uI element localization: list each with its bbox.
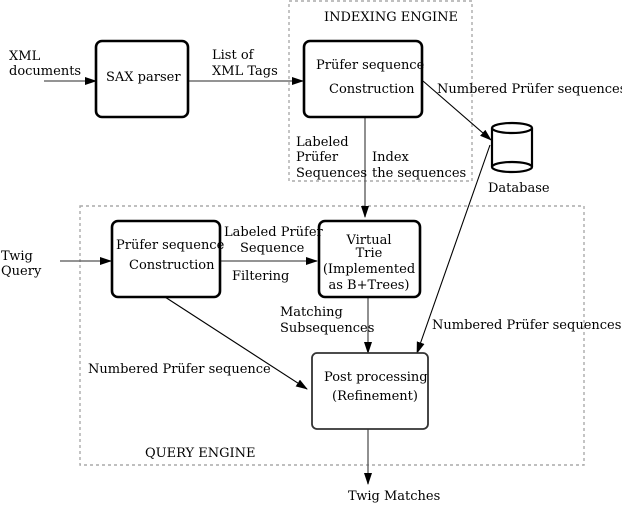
database-node: Database	[488, 121, 550, 196]
indexing-prufer-line1: Prüfer sequence	[316, 58, 425, 73]
index-seq-line2: the sequences	[372, 166, 466, 181]
trie-line1: Virtual	[345, 233, 391, 248]
indexing-prufer-line2: Construction	[329, 82, 415, 97]
trie-line2: Trie	[356, 246, 383, 261]
sax-parser-label: SAX parser	[106, 70, 181, 85]
edge-prufer-to-database	[422, 80, 492, 141]
post-processing-node: Post processing (Refinement)	[311, 352, 429, 430]
query-prufer-line2: Construction	[129, 258, 215, 273]
sax-parser-node: SAX parser	[94, 39, 190, 119]
trie-line3: (Implemented	[323, 262, 415, 277]
indexing-prufer-node: Prüfer sequence Construction	[302, 39, 425, 119]
labeled-seq-line3: Sequences	[296, 166, 367, 181]
xml-docs-line1: XML	[9, 49, 41, 64]
labeled-prufer-seq-line2: Sequence	[240, 241, 305, 256]
virtual-trie-node: Virtual Trie (Implemented as B+Trees)	[317, 219, 422, 299]
numbered-right-label: Numbered Prüfer sequences	[432, 318, 621, 333]
twig-matches-label: Twig Matches	[348, 489, 440, 504]
matching-line2: Subsequences	[280, 321, 374, 336]
list-tags-line2: XML Tags	[212, 64, 278, 79]
database-label: Database	[488, 181, 550, 196]
query-engine-title: QUERY ENGINE	[145, 446, 255, 461]
database-icon	[490, 128, 534, 174]
numbered-left-label: Numbered Prüfer sequence	[88, 362, 271, 377]
index-seq-line1: Index	[372, 150, 410, 165]
twig-query-line1: Twig	[1, 249, 33, 264]
trie-line4: as B+Trees)	[328, 278, 409, 293]
labeled-seq-line1: Labeled	[296, 135, 349, 150]
twig-query-line2: Query	[1, 264, 42, 279]
list-tags-line1: List of	[212, 48, 255, 63]
xml-docs-line2: documents	[9, 64, 81, 79]
edge-prufer-to-post	[164, 296, 308, 390]
indexing-engine-group	[288, 0, 473, 182]
filtering-label: Filtering	[232, 269, 289, 284]
post-line1: Post processing	[324, 370, 428, 385]
labeled-prufer-seq-line1: Labeled Prüfer	[224, 225, 324, 240]
query-prufer-node: Prüfer sequence Construction	[110, 219, 225, 299]
matching-line1: Matching	[280, 305, 343, 320]
query-prufer-line1: Prüfer sequence	[116, 238, 225, 253]
numbered-top-label: Numbered Prüfer sequences	[437, 82, 622, 97]
query-engine-group	[79, 205, 585, 466]
labeled-seq-line2: Prüfer	[296, 150, 339, 165]
post-line2: (Refinement)	[332, 389, 418, 404]
indexing-engine-title: INDEXING ENGINE	[324, 10, 458, 25]
edge-database-to-post	[416, 144, 491, 354]
